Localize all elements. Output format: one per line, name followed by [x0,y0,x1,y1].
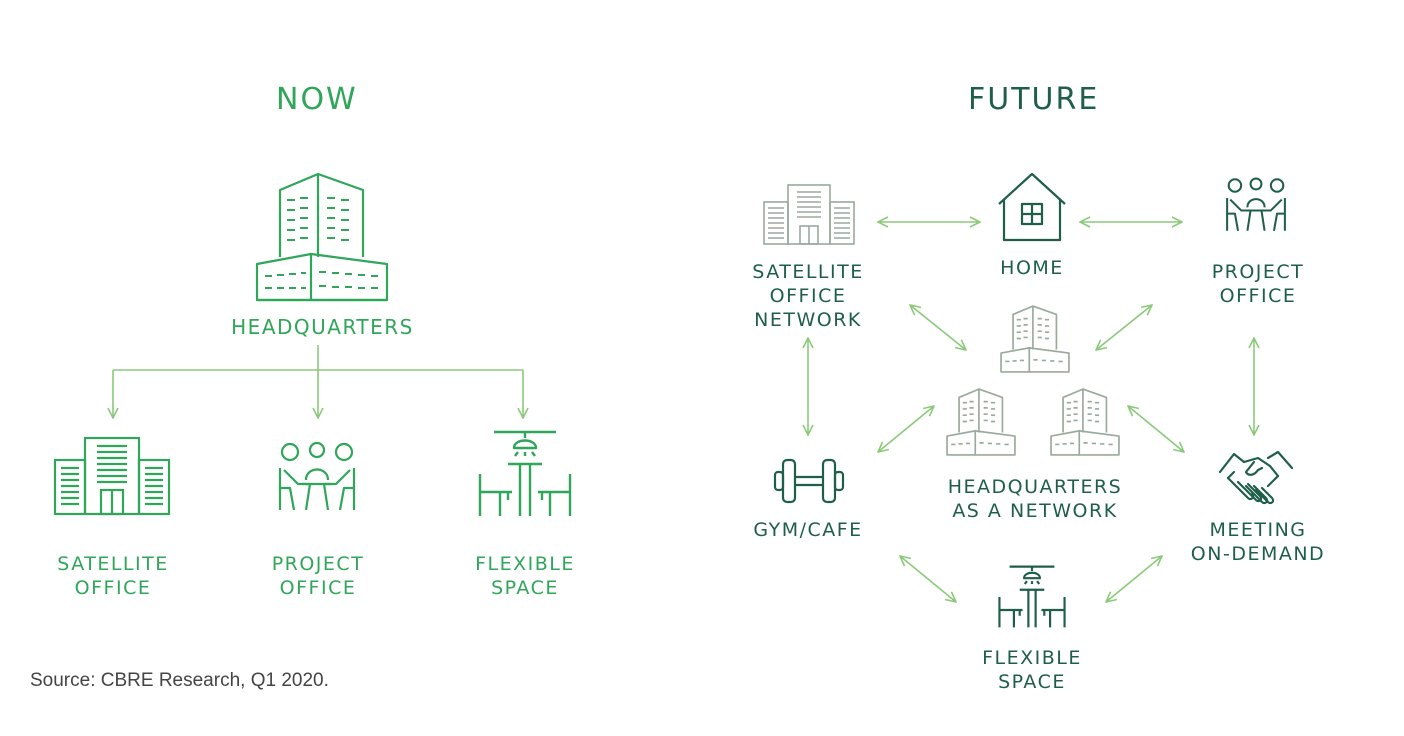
future-flexible-space-table-lamp-icon [998,565,1066,628]
headquarters-label: HEADQUARTERS [231,315,414,339]
hq-network-building-icon-left [946,388,1016,456]
arrow-satellite-hq [910,305,966,350]
home-house-icon [998,172,1066,242]
meeting-on-demand-label: MEETING ON-DEMAND [1190,519,1326,565]
meeting-handshake-icon [1218,450,1294,505]
flexible-space-label: FLEXIBLE SPACE [475,553,575,599]
headquarters-network-label: HEADQUARTERS AS A NETWORK [947,476,1123,522]
network-arrows [808,222,1254,602]
hq-network-building-icon-right [1050,388,1120,456]
future-project-office-meeting-icon [1226,177,1286,231]
now-title: NOW [276,82,358,117]
future-project-office-label: PROJECT OFFICE [1211,261,1305,307]
project-office-meeting-icon [278,441,356,511]
future-title: FUTURE [968,82,1100,117]
source-note: Source: CBRE Research, Q1 2020. [30,670,329,691]
gym-dumbbell-icon [773,458,845,504]
arrow-meeting-hq [1128,406,1184,452]
headquarters-building-icon [255,172,389,302]
satellite-office-network-label: SATELLITE OFFICE NETWORK [752,261,864,331]
satellite-office-label: SATELLITE OFFICE [57,553,169,599]
arrow-gym-hq [878,406,934,452]
project-office-label: PROJECT OFFICE [271,553,365,599]
future-flexible-space-label: FLEXIBLE SPACE [982,647,1082,693]
satellite-office-network-building-icon [763,184,855,245]
gym-cafe-label: GYM/CAFE [753,519,863,541]
satellite-office-building-icon [53,436,171,516]
arrow-meeting-flexible [1106,556,1162,602]
flexible-space-table-lamp-icon [478,430,572,516]
hq-network-building-icon-top [1000,305,1070,373]
home-label: HOME [1000,257,1064,279]
arrow-project-hq [1096,305,1152,350]
hierarchy-tree [113,345,523,418]
arrow-gym-flexible [900,556,956,602]
